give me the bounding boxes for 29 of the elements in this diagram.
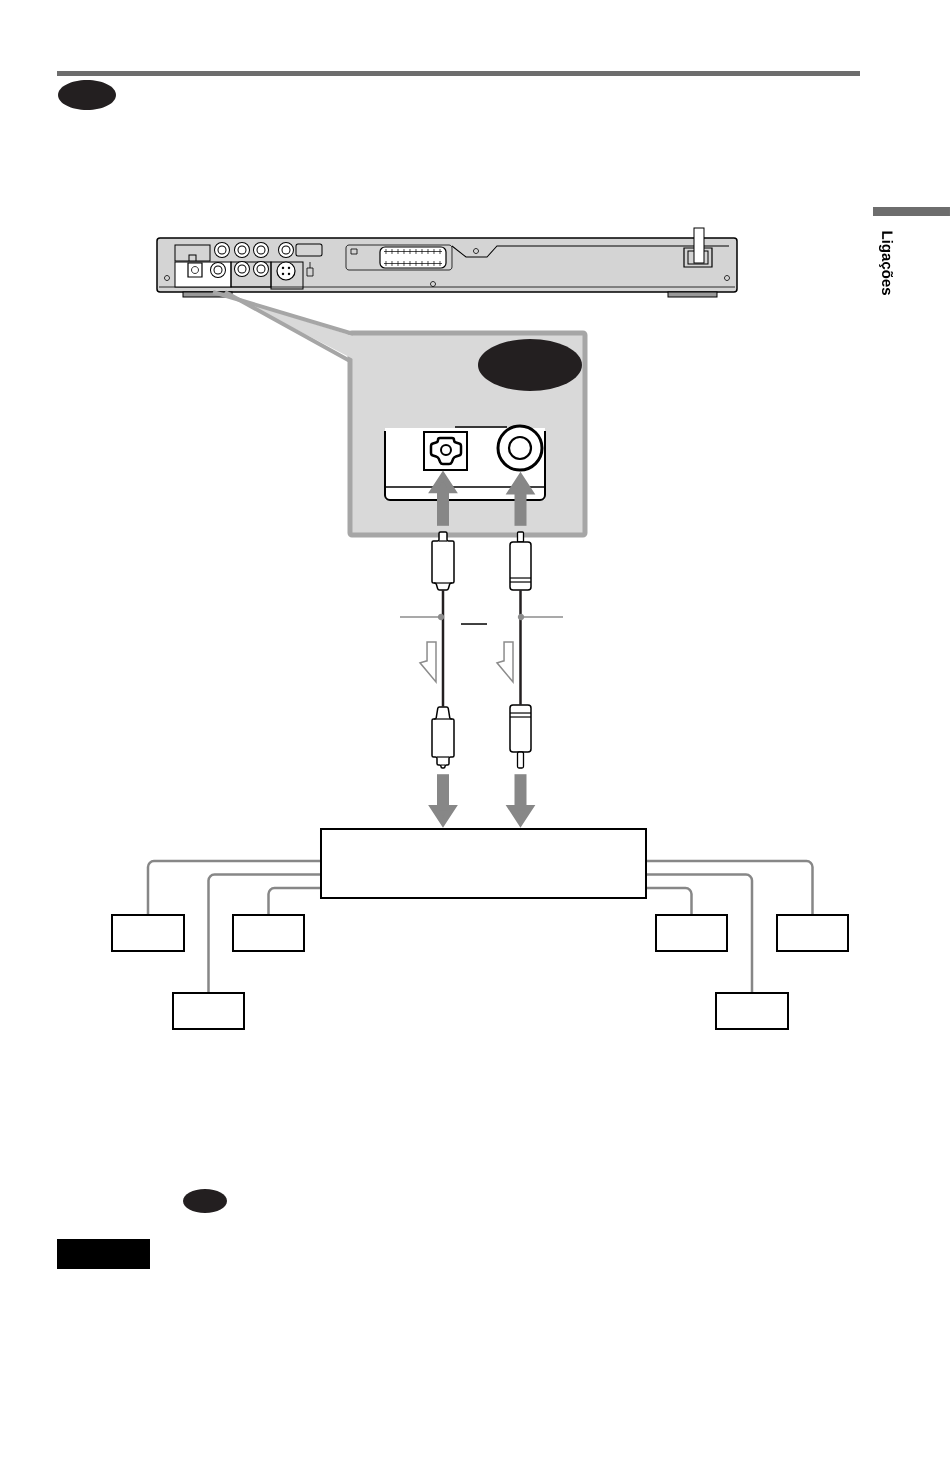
optical-plug	[431, 706, 455, 769]
speaker-box	[655, 914, 728, 952]
oval-badge	[183, 1189, 227, 1213]
player-rear-panel-drawing	[156, 227, 738, 298]
coaxial-plug	[509, 704, 532, 769]
coaxial-jack	[496, 424, 544, 472]
connection-line	[647, 873, 754, 992]
connection-line	[207, 873, 320, 992]
connection-line	[267, 886, 320, 914]
optical-jack	[423, 431, 468, 471]
speaker-box	[111, 914, 185, 952]
connection-line	[647, 859, 814, 914]
oval-badge	[478, 339, 582, 391]
direction-arrow	[418, 641, 437, 685]
coaxial-plug	[509, 531, 532, 591]
speaker-box	[232, 914, 305, 952]
speaker-box	[776, 914, 849, 952]
optical-plug	[431, 531, 455, 591]
heading-bar	[57, 1239, 150, 1269]
speaker-box	[715, 992, 789, 1030]
connection-line	[647, 886, 693, 914]
receiver-box	[320, 828, 647, 899]
cable	[519, 590, 522, 705]
oval-badge	[58, 80, 116, 110]
connection-line	[146, 859, 320, 914]
section-label: Ligações	[878, 231, 893, 295]
speaker-box	[172, 992, 245, 1030]
cable	[441, 590, 445, 707]
direction-arrow	[495, 641, 514, 685]
